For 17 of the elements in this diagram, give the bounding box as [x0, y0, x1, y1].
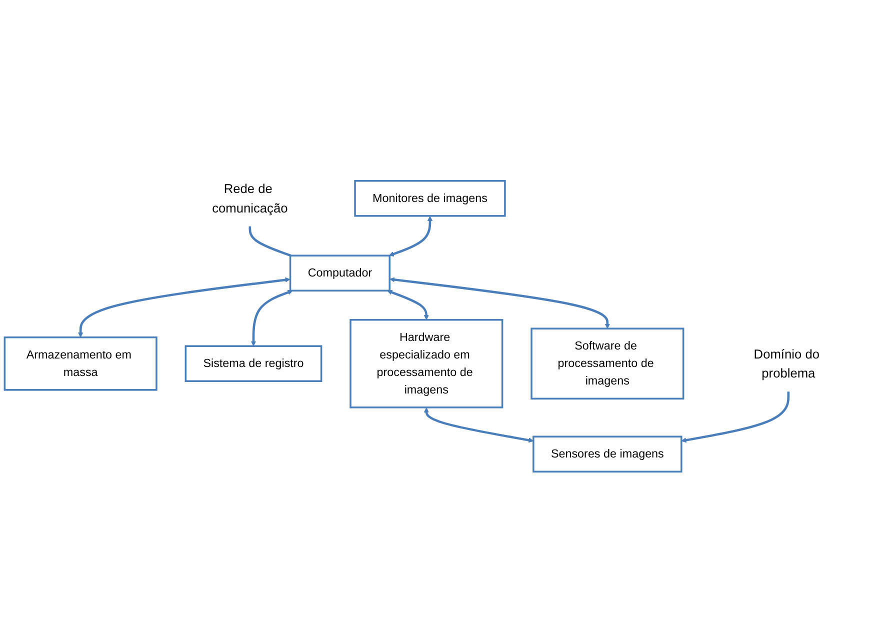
arrow	[387, 290, 429, 320]
node-text: Rede de comunicação	[212, 181, 288, 216]
arrow	[681, 392, 790, 443]
arrow	[390, 277, 610, 329]
node-box: Monitores de imagens	[354, 180, 506, 217]
node-box: Hardware especializado em processamento de imagens	[350, 318, 504, 408]
node-box: Sistema de registro	[184, 345, 322, 382]
arrow	[250, 290, 293, 346]
node-text: Domínio do problema	[754, 346, 820, 381]
arrow	[78, 277, 290, 338]
node-box: Sensores de imagens	[532, 436, 682, 473]
node-box: Computador	[289, 254, 390, 292]
node-box: Software de processamento de imagens	[530, 328, 684, 400]
arrow	[388, 216, 433, 256]
arrow	[424, 407, 534, 443]
node-box: Armazenamento em massa	[4, 336, 158, 391]
connector	[248, 226, 292, 257]
